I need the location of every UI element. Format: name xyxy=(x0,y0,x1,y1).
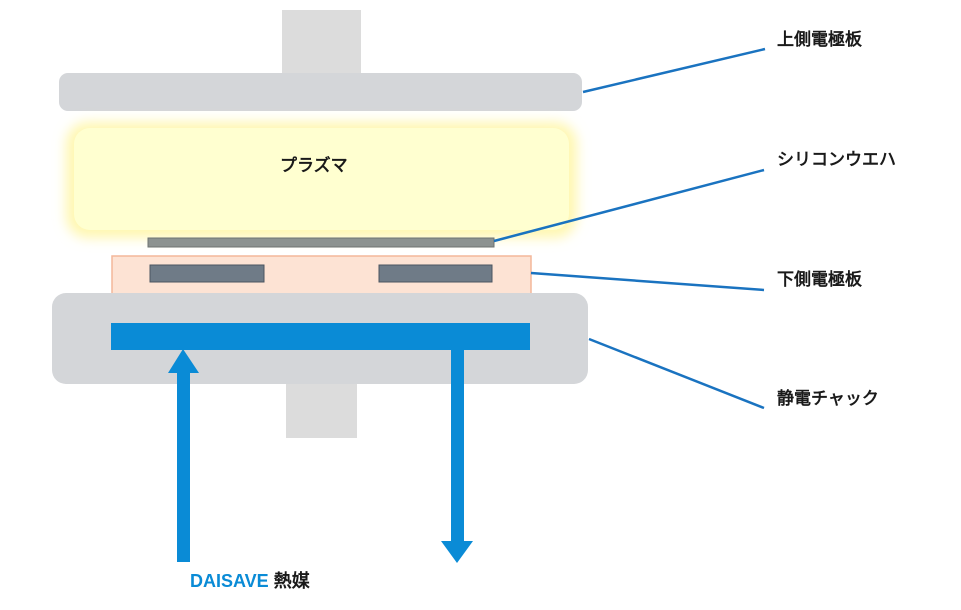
leader-lower-electrode xyxy=(530,271,765,292)
heat-medium-suffix: 熱媒 xyxy=(273,571,310,591)
upper-electrode xyxy=(59,73,582,111)
leader-upper-electrode xyxy=(582,47,766,94)
heat-medium-label: DAISAVE 熱媒 xyxy=(190,570,310,592)
chuck-pad-left xyxy=(149,264,265,283)
upper-shaft xyxy=(282,10,361,74)
label-upper-electrode: 上側電極板 xyxy=(777,30,862,50)
chuck-pad-right xyxy=(378,264,493,283)
arrow-up-icon xyxy=(168,349,199,562)
heat-medium-brand: DAISAVE xyxy=(190,571,269,591)
label-electrostatic-chuck: 静電チャック xyxy=(777,389,879,409)
label-plasma: プラズマ xyxy=(280,156,348,176)
label-lower-electrode: 下側電極板 xyxy=(777,270,862,290)
plasma-region xyxy=(74,128,569,230)
label-silicon-wafer: シリコンウエハ xyxy=(777,150,896,170)
coolant-channel xyxy=(111,323,530,350)
silicon-wafer xyxy=(147,237,495,248)
leader-silicon-wafer xyxy=(493,168,765,243)
arrow-down-icon xyxy=(441,350,473,563)
leader-electrostatic-chuck xyxy=(588,337,765,410)
